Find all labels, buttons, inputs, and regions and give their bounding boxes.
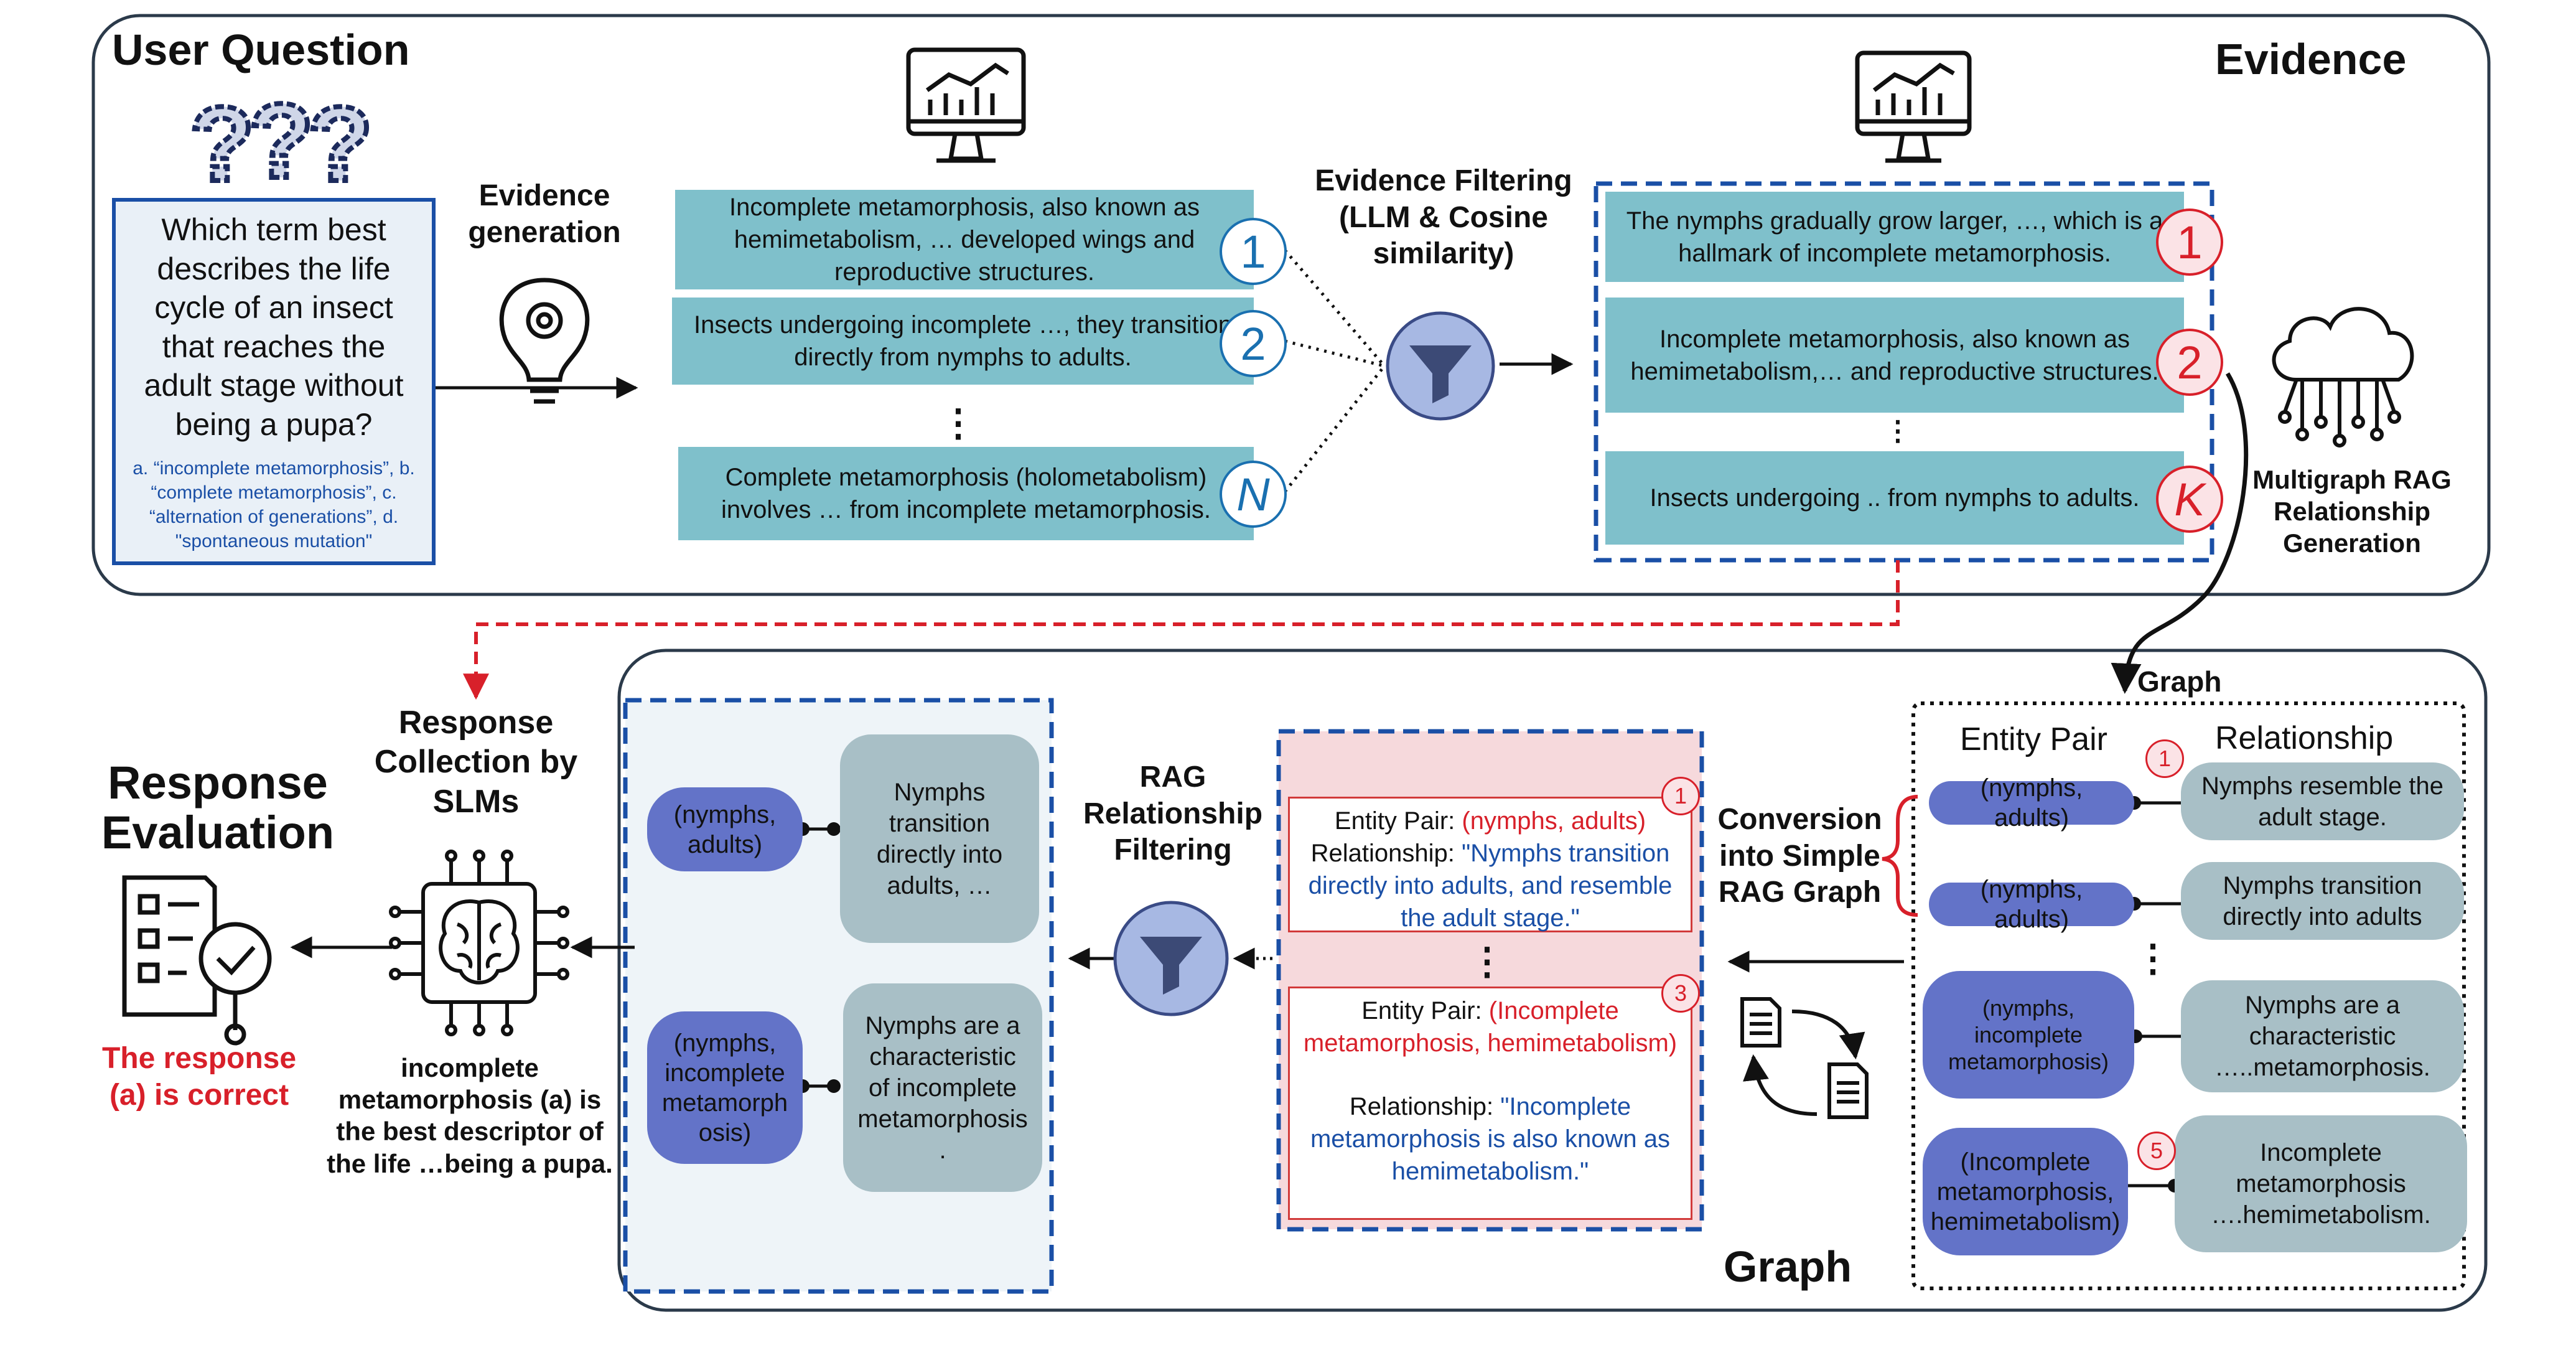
verdict-text: The response (a) is correct <box>101 1042 297 1112</box>
generated-evidence-n-text: Complete metamorphosis (holometabolism) … <box>721 464 1211 523</box>
filter-funnel-icon-2 <box>1113 901 1229 1016</box>
filtered-evidence-k: Insects undergoing .. from nymphs to adu… <box>1605 451 2184 545</box>
graph-relationship-4: Incomplete metamorphosis ….hemimetabolis… <box>2175 1115 2467 1252</box>
simple-entity-prefix-3: Entity Pair: <box>1361 997 1482 1024</box>
filtered-evidence-1: The nymphs gradually grow larger, …, whi… <box>1605 192 2184 282</box>
graph-entity-2: (nymphs, adults) <box>1929 876 2134 933</box>
graph-badge-1: 1 <box>2145 739 2184 778</box>
multigraph-label: Multigraph RAG Relationship Generation <box>2252 465 2452 558</box>
dotted-link-2 <box>1284 339 1385 368</box>
graph-entity-1: (nymphs, adults) <box>1929 774 2134 832</box>
dotted-link-n <box>1284 365 1386 493</box>
response-collection-label: Response Collection by SLMs <box>374 705 578 820</box>
evidence-filtering-label: Evidence Filtering (LLM & Cosine similar… <box>1315 164 1572 271</box>
question-options: a. “incomplete metamorphosis”, b. “compl… <box>133 458 415 551</box>
svg-text:?: ? <box>190 85 254 204</box>
filtered-badge-k: K <box>2156 466 2223 533</box>
simple-rel-value-1: "Nymphs transition directly into adults,… <box>1308 840 1673 932</box>
evidence-badge-n: N <box>1220 461 1287 528</box>
svg-text:?: ? <box>249 82 314 200</box>
filtered-evidence-1-text: The nymphs gradually grow larger, …, whi… <box>1626 207 2163 267</box>
filtered-graph-relationship-1: Nymphs transition directly into adults, … <box>840 734 1039 943</box>
slm-answer: incomplete metamorphosis (a) is the best… <box>327 1053 613 1178</box>
simple-entity-prefix-1: Entity Pair: <box>1334 807 1455 835</box>
filtered-graph-entity-1: (nymphs, adults) <box>647 787 803 871</box>
simple-entity-value-3: (Incomplete metamorphosis, hemimetabolis… <box>1303 997 1678 1057</box>
question-text: Which term best describes the life cycle… <box>144 212 404 442</box>
monitor-chart-icon-2 <box>1855 50 1972 163</box>
simple-rel-prefix-1: Relationship: <box>1310 840 1455 867</box>
entity-pair-header: Entity Pair <box>1960 721 2107 757</box>
simple-entity-value-1: (nymphs, adults) <box>1462 807 1646 835</box>
checklist-magnifier-icon <box>122 875 272 1046</box>
graph-relationship-1: Nymphs resemble the adult stage. <box>2181 762 2464 840</box>
graph-title: Graph <box>1724 1242 1852 1291</box>
evidence-generation-label: Evidence generation <box>468 179 621 249</box>
response-evaluation-title: Response Evaluation <box>101 757 335 858</box>
graph-arrow-label: Graph <box>2137 665 2222 698</box>
filtered-badge-2: 2 <box>2156 329 2223 396</box>
filtered-evidence-2: Incomplete metamorphosis, also known as … <box>1605 298 2184 413</box>
filtered-evidence-2-text: Incomplete metamorphosis, also known as … <box>1630 325 2159 385</box>
simple-graph-badge-3: 3 <box>1661 974 1700 1013</box>
question-marks-icon: ? ? ? <box>187 80 375 206</box>
conversion-label: Conversion into Simple RAG Graph <box>1717 803 1882 909</box>
red-dashed-path <box>463 560 1900 700</box>
generated-evidence-n: Complete metamorphosis (holometabolism) … <box>678 447 1254 540</box>
simple-graph-item-1: Entity Pair: (nymphs, adults) Relationsh… <box>1288 797 1692 932</box>
ellipsis-graph: ⋮ <box>2134 937 2172 979</box>
graph-relationship-3: Nymphs are a characteristic …..metamorph… <box>2181 980 2464 1092</box>
graph-relationship-2: Nymphs transition directly into adults <box>2181 862 2464 940</box>
ellipsis-filtered: ⋮ <box>1884 415 1911 446</box>
evidence-title: Evidence <box>2215 35 2407 83</box>
lightbulb-gear-icon <box>499 278 590 404</box>
simple-graph-badge-1: 1 <box>1661 777 1700 815</box>
generated-evidence-1-text: Incomplete metamorphosis, also known as … <box>729 194 1200 286</box>
relationship-header: Relationship <box>2215 720 2394 756</box>
ellipsis-simple-graph: ⋮ <box>1468 940 1506 982</box>
filtered-evidence-k-text: Insects undergoing .. from nymphs to adu… <box>1650 484 2140 512</box>
svg-text:?: ? <box>308 85 373 204</box>
graph-badge-5: 5 <box>2137 1132 2176 1170</box>
ellipsis-generated: ⋮ <box>940 402 977 444</box>
evidence-badge-1: 1 <box>1220 218 1287 285</box>
brain-chip-icon <box>389 850 569 1036</box>
generated-evidence-2-text: Insects undergoing incomplete …, they tr… <box>694 311 1232 371</box>
graph-entity-4: (Incomplete metamorphosis, hemimetabolis… <box>1923 1128 2128 1255</box>
red-brace <box>1882 795 1918 917</box>
filtered-badge-1: 1 <box>2156 209 2223 276</box>
question-card: Which term best describes the life cycle… <box>112 198 436 565</box>
filtered-graph-relationship-2: Nymphs are a characteristic of incomplet… <box>843 983 1042 1192</box>
user-question-title: User Question <box>112 26 410 74</box>
generated-evidence-1: Incomplete metamorphosis, also known as … <box>675 190 1254 289</box>
cloud-network-icon <box>2272 307 2414 448</box>
rag-filtering-label: RAG Relationship Filtering <box>1083 761 1263 867</box>
document-cycle-icon <box>1740 997 1869 1119</box>
graph-entity-3: (nymphs, incomplete metamorphosis) <box>1923 971 2134 1099</box>
filtered-graph-entity-2: (nymphs, incomplete metamorph osis) <box>647 1011 803 1164</box>
evidence-badge-2: 2 <box>1220 310 1287 377</box>
simple-rel-prefix-3: Relationship: <box>1349 1093 1494 1120</box>
monitor-chart-icon-1 <box>906 47 1026 163</box>
simple-graph-item-3: Entity Pair: (Incomplete metamorphosis, … <box>1288 987 1692 1220</box>
filter-funnel-icon-1 <box>1386 311 1495 421</box>
simple-rel-value-3: "Incomplete metamorphosis is also known … <box>1310 1093 1671 1185</box>
generated-evidence-2: Insects undergoing incomplete …, they tr… <box>672 298 1254 385</box>
